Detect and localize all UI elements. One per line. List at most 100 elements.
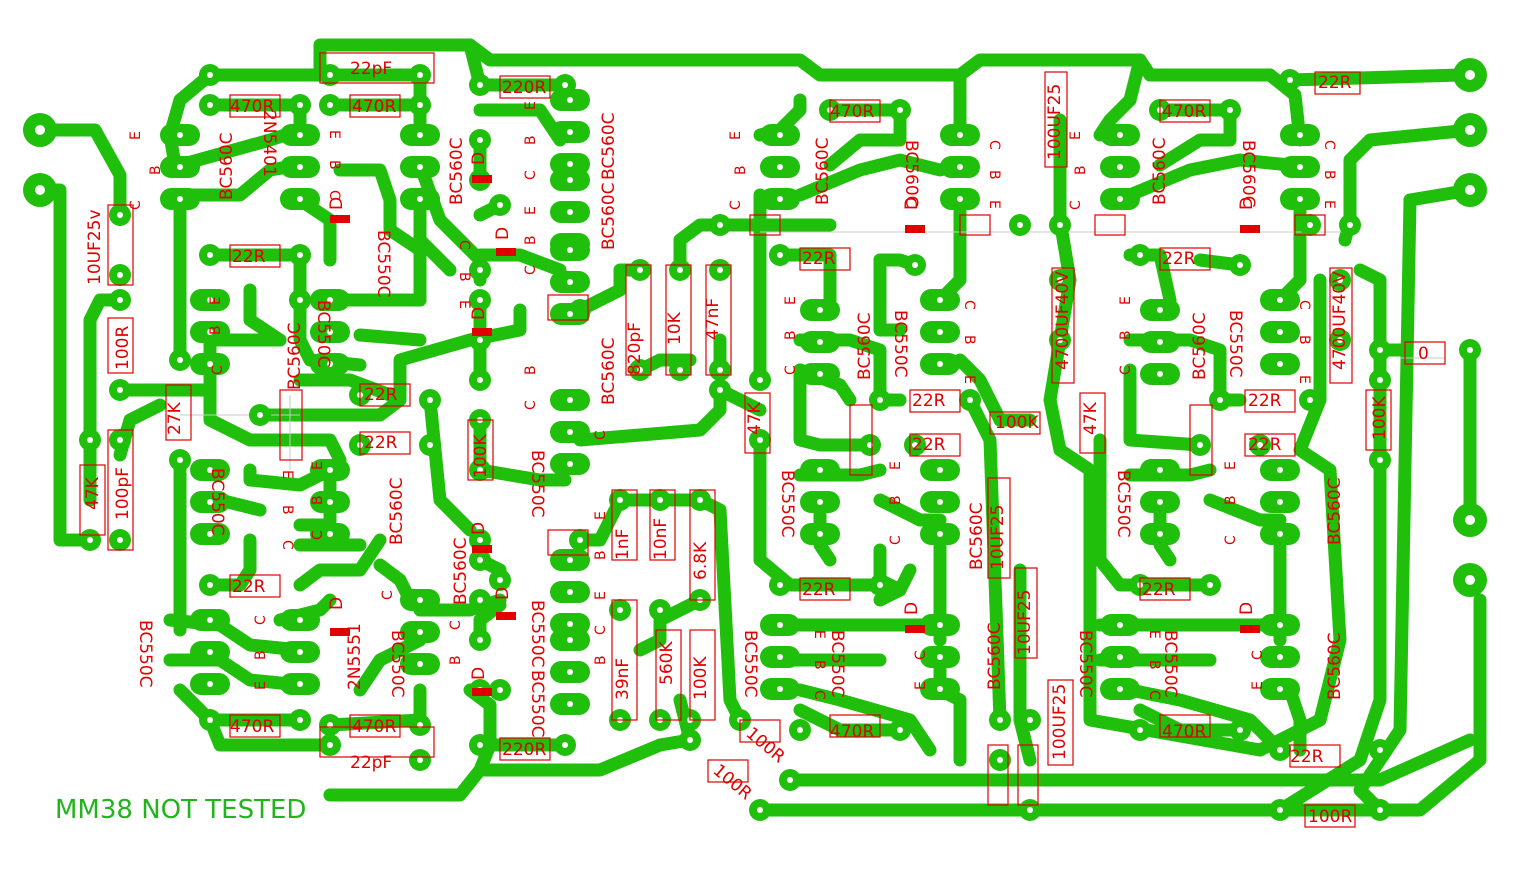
label-pinE: E xyxy=(888,461,904,470)
copper-trace xyxy=(1123,153,1297,202)
label-d: D xyxy=(327,197,347,210)
pad xyxy=(419,389,441,411)
pad xyxy=(1299,214,1321,236)
terminal-pad xyxy=(1453,113,1487,147)
label-pinC: C xyxy=(523,265,539,275)
transistor-pad xyxy=(1260,491,1300,513)
label-r100: 100R xyxy=(113,326,133,370)
copper-trace xyxy=(203,533,257,592)
diode-band xyxy=(472,688,492,696)
transistor-pad xyxy=(190,321,230,343)
label-bc550: BC550C xyxy=(890,310,910,378)
diode-band xyxy=(472,175,492,183)
label-pinC: C xyxy=(593,625,609,635)
label-r22: 22R xyxy=(1248,391,1282,411)
transistor-pad xyxy=(1260,353,1300,375)
transistor-pad xyxy=(800,523,840,545)
label-r47k: 47K xyxy=(745,401,765,435)
component-outline xyxy=(1329,267,1353,384)
pad xyxy=(569,529,591,551)
component-outline xyxy=(1289,744,1341,768)
pad xyxy=(469,629,491,651)
transistor-pad xyxy=(550,421,590,443)
transistor-pad xyxy=(920,523,960,545)
label-pinE: E xyxy=(1146,630,1162,639)
transistor-pad xyxy=(550,453,590,475)
copper-trace xyxy=(163,68,217,172)
copper-trace xyxy=(293,533,387,592)
component-outline xyxy=(829,714,881,738)
label-pinC: C xyxy=(253,615,269,625)
copper-trace xyxy=(1093,433,1217,592)
copper-trace xyxy=(793,683,937,757)
label-pinC: C xyxy=(523,400,539,410)
transistor-pad xyxy=(800,363,840,385)
label-bc560: BC560C xyxy=(967,502,987,570)
label-pinE: E xyxy=(811,630,827,639)
terminal-pad xyxy=(1453,173,1487,207)
transistor-pad xyxy=(550,389,590,411)
pad xyxy=(109,289,131,311)
transistor-pad xyxy=(920,491,960,513)
transistor-pad xyxy=(310,289,350,311)
pad xyxy=(199,244,221,266)
label-pinC: C xyxy=(523,170,539,180)
transistor-pad xyxy=(310,523,350,545)
component-outline xyxy=(229,94,281,118)
label-pinB: B xyxy=(523,135,539,145)
label-pinB: B xyxy=(888,495,904,505)
component-outline xyxy=(689,489,716,601)
component-outline xyxy=(107,317,134,374)
pad xyxy=(669,359,691,381)
component-outline xyxy=(229,244,281,268)
component-outline xyxy=(611,489,638,561)
label-pinC: C xyxy=(1250,650,1266,660)
label-bc550: BC550C xyxy=(527,670,547,738)
label-pinB: B xyxy=(1073,165,1089,175)
label-pinE: E xyxy=(593,511,609,520)
copper-trace xyxy=(423,393,477,537)
label-bc560: BC560C xyxy=(217,132,237,200)
pad xyxy=(169,349,191,371)
component-outline xyxy=(625,264,652,376)
transistor-pad xyxy=(1140,363,1180,385)
pad xyxy=(109,379,131,401)
copper-trace xyxy=(1283,68,1467,87)
component-outline xyxy=(1044,71,1068,168)
label-bc550: BC550C xyxy=(387,630,407,698)
transistor-pad xyxy=(1140,459,1180,481)
copper-trace xyxy=(293,373,397,402)
label-pinB: B xyxy=(310,495,326,505)
pad xyxy=(319,64,341,86)
label-pinB: B xyxy=(448,655,464,665)
label-d: D xyxy=(1237,197,1257,210)
transistor-pad xyxy=(550,581,590,603)
pad xyxy=(469,129,491,151)
label-r22: 22R xyxy=(1162,249,1196,269)
pad xyxy=(989,749,1011,771)
copper-trace xyxy=(253,303,527,422)
label-pinB: B xyxy=(593,655,609,665)
component-outline xyxy=(1094,214,1126,236)
transistor-pad xyxy=(550,303,590,325)
component-outline xyxy=(359,383,411,407)
label-bc550: BC550C xyxy=(777,470,797,538)
pad xyxy=(709,379,731,401)
label-r47k: 47K xyxy=(1081,401,1101,435)
component-outline xyxy=(959,214,991,236)
component-outline xyxy=(1294,214,1326,236)
pad xyxy=(959,389,981,411)
transistor-pad xyxy=(550,201,590,223)
pad xyxy=(1269,799,1291,821)
transistor-pad xyxy=(1140,299,1180,321)
transistor-pad xyxy=(190,289,230,311)
component-outline xyxy=(349,714,401,738)
transistor-pad xyxy=(400,124,440,146)
transistor-pad xyxy=(310,491,350,513)
label-c47n: 47nF xyxy=(703,298,723,340)
component-outline xyxy=(799,577,851,601)
label-pinE: E xyxy=(1068,131,1084,140)
component-outline xyxy=(1304,804,1356,828)
transistor-pad xyxy=(1260,678,1300,700)
pad xyxy=(109,264,131,286)
